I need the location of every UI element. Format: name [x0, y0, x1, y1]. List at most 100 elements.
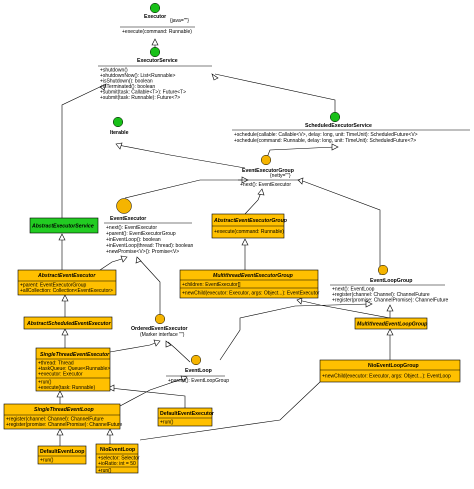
class-nio-event-loop-group: NioEventLoopGroup +newChild(executor: Ex… — [319, 359, 461, 383]
method: +next(): EventExecutor — [106, 225, 157, 231]
interface-event-loop: EventLoop +parent(): EventLoopGroup — [166, 354, 229, 384]
class-multithread-event-loop-group: MultithreadEventLoopGroup — [354, 317, 428, 330]
interface-executor: Executor {java=""} +execute(command: Run… — [120, 2, 195, 35]
connector-ee-eeg — [124, 179, 245, 199]
method: +parent: EventExecutorGroup — [20, 283, 87, 289]
arrowhead — [331, 143, 339, 151]
attribute: +executor: Executor — [38, 372, 83, 378]
connector-stel-el — [119, 377, 186, 407]
arrowhead — [241, 238, 249, 246]
interface-name: Executor — [144, 14, 166, 20]
connector-oee-ee — [137, 257, 161, 322]
class-abstract-scheduled-event-executor: AbstractScheduledEventExecutor — [23, 316, 113, 330]
class-box — [179, 269, 319, 299]
connector-elg-eeg — [299, 179, 381, 275]
method: +execute(command: Runnable) — [214, 229, 284, 235]
method: +isShutdown(): boolean — [100, 79, 153, 85]
interface-name: ExecutorService — [137, 58, 178, 64]
class-name: AbstractScheduledEventExecutor — [26, 321, 112, 327]
arrowhead — [58, 233, 66, 241]
interface-ordered-event-executor: OrderedEventExecutor (Marker interface "… — [131, 313, 188, 338]
class-name: DefaultEventExecutor — [160, 411, 214, 417]
method: +run() — [160, 420, 174, 426]
interface-circle-icon — [149, 46, 161, 58]
arrowhead — [386, 304, 394, 312]
interface-name: OrderedEventExecutor — [131, 326, 188, 332]
attribute: +taskQueue: Queue<Runnable> — [38, 366, 110, 372]
method: +inEventLoop(thread: Thread): boolean — [106, 243, 194, 249]
arrowhead — [296, 297, 303, 305]
class-box — [23, 316, 113, 330]
interface-circle-icon — [377, 264, 389, 276]
method: +isTerminated(): boolean — [100, 84, 155, 90]
arrowhead — [297, 177, 304, 185]
class-multithread-event-executor-group: MultithreadEventExecutorGroup +children:… — [179, 269, 320, 299]
interface-circle-icon — [116, 198, 132, 214]
interface-name: Iterable — [110, 130, 129, 136]
class-nio-event-loop: NioEventLoop +selector: Selector +ioRati… — [95, 443, 140, 474]
connector-nelg-nel — [139, 381, 321, 441]
connector-abstractexecutorservice-executorservice — [61, 84, 105, 218]
interface-stereotype: {java=""} — [170, 18, 189, 24]
arrowhead — [153, 339, 161, 347]
arrowhead — [135, 256, 142, 264]
arrowhead — [107, 384, 115, 392]
class-box — [354, 317, 428, 330]
connector-stee-oee — [109, 341, 159, 353]
arrowhead — [386, 328, 394, 336]
interface-executor-service: ExecutorService +shutdown() +shutdownNow… — [98, 46, 212, 101]
arrowhead — [257, 188, 265, 196]
method: +shutdownNow(): List<Runnable> — [100, 73, 176, 79]
interface-circle-icon — [190, 354, 202, 366]
method: +parent(): EventLoopGroup — [168, 378, 229, 384]
class-name: AbstractEventExecutor — [37, 273, 96, 279]
interface-name: EventExecutor — [110, 216, 146, 222]
arrowhead — [165, 340, 172, 348]
interface-stereotype: {netty=""} — [270, 173, 291, 179]
interface-circle-icon — [112, 116, 124, 128]
interface-event-executor: EventExecutor +next(): EventExecutor +pa… — [104, 198, 194, 255]
class-box — [3, 403, 121, 430]
arrowhead — [56, 390, 64, 398]
interface-event-loop-group: EventLoopGroup +next(): EventLoop +regis… — [330, 264, 449, 304]
connector-aee-ee — [99, 257, 126, 271]
class-name: SingleThreadEventLoop — [34, 407, 94, 413]
connectors — [59, 40, 391, 446]
arrowhead — [180, 375, 188, 383]
method: +newChild(executor: Executor, args: Obje… — [322, 374, 451, 380]
class-box — [17, 269, 117, 296]
inheritance-arrowheads — [56, 38, 394, 436]
class-box — [37, 445, 87, 465]
arrowhead — [151, 38, 159, 46]
class-name: DefaultEventLoop — [40, 449, 84, 455]
connector-el-elg — [219, 303, 371, 361]
attribute: +thread: Thread — [38, 361, 74, 367]
method: +register(channel: Channel): ChannelFutu… — [332, 292, 430, 298]
method: +register(channel: Channel): ChannelFutu… — [6, 417, 104, 423]
interface-circle-icon — [329, 111, 341, 123]
method: +schedule(command: Runnable, delay: long… — [234, 138, 416, 144]
connector-eeg-iterable — [117, 144, 246, 169]
interface-name: EventLoop — [185, 368, 212, 374]
interface-iterable: Iterable — [110, 116, 129, 136]
class-box — [29, 217, 99, 234]
interface-circle-icon — [260, 154, 272, 166]
interface-circle-icon — [154, 313, 166, 325]
method: +parent(): EventExecutorGroup — [106, 231, 176, 237]
class-default-event-loop: DefaultEventLoop +run() — [37, 445, 87, 465]
arrowhead — [115, 142, 123, 150]
method: +newPromise<V>(): Promise<V> — [106, 249, 179, 255]
arrowhead — [56, 428, 64, 436]
arrowhead — [365, 300, 373, 308]
connector-melg-meeg — [297, 299, 391, 319]
method: +run() — [98, 468, 112, 474]
class-abstract-event-executor: AbstractEventExecutor +parent: EventExec… — [17, 269, 117, 296]
arrowhead — [211, 73, 219, 81]
class-box — [35, 347, 111, 392]
interface-circle-icon — [149, 2, 161, 14]
interface-name: EventExecutorGroup — [242, 168, 294, 174]
method: +allCollection: Collection<EventExecutor… — [20, 288, 113, 294]
arrowhead — [106, 428, 114, 436]
class-name: MultithreadEventLoopGroup — [357, 322, 427, 328]
class-box — [319, 359, 461, 383]
